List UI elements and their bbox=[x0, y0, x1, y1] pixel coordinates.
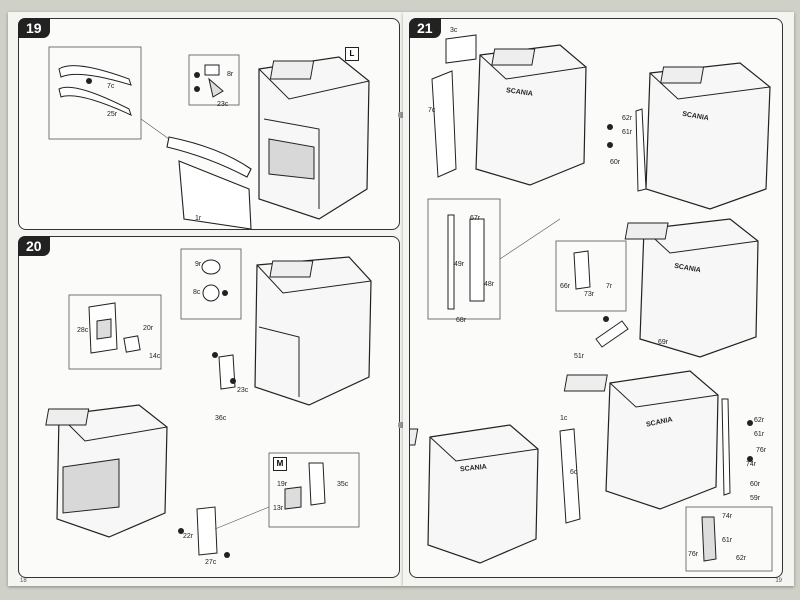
step-19-diagram bbox=[48, 46, 370, 229]
part-label: 73r bbox=[584, 291, 595, 298]
part-label: 8r bbox=[227, 71, 234, 78]
part-label: 7r bbox=[606, 283, 613, 290]
part-label: 61r bbox=[722, 537, 733, 544]
part-label: 23c bbox=[237, 387, 249, 394]
part-label: 76r bbox=[756, 447, 767, 454]
part-label: 7c bbox=[107, 83, 115, 90]
part-label: 48r bbox=[484, 281, 495, 288]
part-label: 62r bbox=[736, 555, 747, 562]
part-label: 60r bbox=[610, 159, 621, 166]
part-label: 49r bbox=[454, 261, 465, 268]
part-label: 66r bbox=[560, 283, 571, 290]
part-label: 59r bbox=[750, 495, 761, 502]
part-label: 51r bbox=[574, 353, 585, 360]
step-20-diagram bbox=[45, 248, 372, 558]
part-label: 23c bbox=[217, 101, 229, 108]
part-label: 14c bbox=[149, 353, 161, 360]
part-label: 19r bbox=[277, 481, 288, 488]
step-21-number: 21 bbox=[409, 18, 441, 38]
part-label: 74r bbox=[722, 513, 733, 520]
part-label: 1c bbox=[560, 415, 568, 422]
part-label: 20r bbox=[143, 325, 154, 332]
step-20-panel: 20 bbox=[18, 236, 400, 578]
part-label: 36c bbox=[215, 415, 227, 422]
decal-marker: M bbox=[273, 457, 287, 471]
step-19-number: 19 bbox=[18, 18, 50, 38]
step-21-panel: 21 bbox=[409, 18, 783, 578]
part-label: 61r bbox=[622, 129, 633, 136]
part-label: 22r bbox=[183, 533, 194, 540]
step-20-number: 20 bbox=[18, 236, 50, 256]
part-label: 25r bbox=[107, 111, 118, 118]
page-number: 18 bbox=[20, 578, 27, 584]
part-label: 3c bbox=[450, 27, 458, 34]
part-label: 28c bbox=[77, 327, 89, 334]
part-label: 74r bbox=[746, 461, 757, 468]
part-label: 7c bbox=[428, 107, 436, 114]
part-label: 13r bbox=[273, 505, 284, 512]
part-label: 60r bbox=[750, 481, 761, 488]
part-label: 8c bbox=[193, 289, 201, 296]
part-label: 76r bbox=[688, 551, 699, 558]
left-page: 19 L bbox=[8, 12, 403, 586]
part-label: 62r bbox=[754, 417, 765, 424]
part-label: 6c bbox=[570, 469, 578, 476]
part-label: 69r bbox=[658, 339, 669, 346]
part-label: 62r bbox=[622, 115, 633, 122]
part-label: 61r bbox=[754, 431, 765, 438]
part-label: 68r bbox=[456, 317, 467, 324]
instruction-booklet: 19 L bbox=[8, 12, 794, 586]
part-label: 27c bbox=[205, 559, 217, 566]
right-page: 21 bbox=[403, 12, 794, 586]
part-label: 9r bbox=[195, 261, 202, 268]
decal-marker: L bbox=[345, 47, 359, 61]
part-label: 1r bbox=[195, 215, 202, 222]
page-number: 19 bbox=[775, 578, 782, 584]
step-19-panel: 19 L bbox=[18, 18, 400, 230]
part-label: 67r bbox=[470, 215, 481, 222]
step-21-diagram bbox=[410, 34, 773, 572]
part-label: 35c bbox=[337, 481, 349, 488]
